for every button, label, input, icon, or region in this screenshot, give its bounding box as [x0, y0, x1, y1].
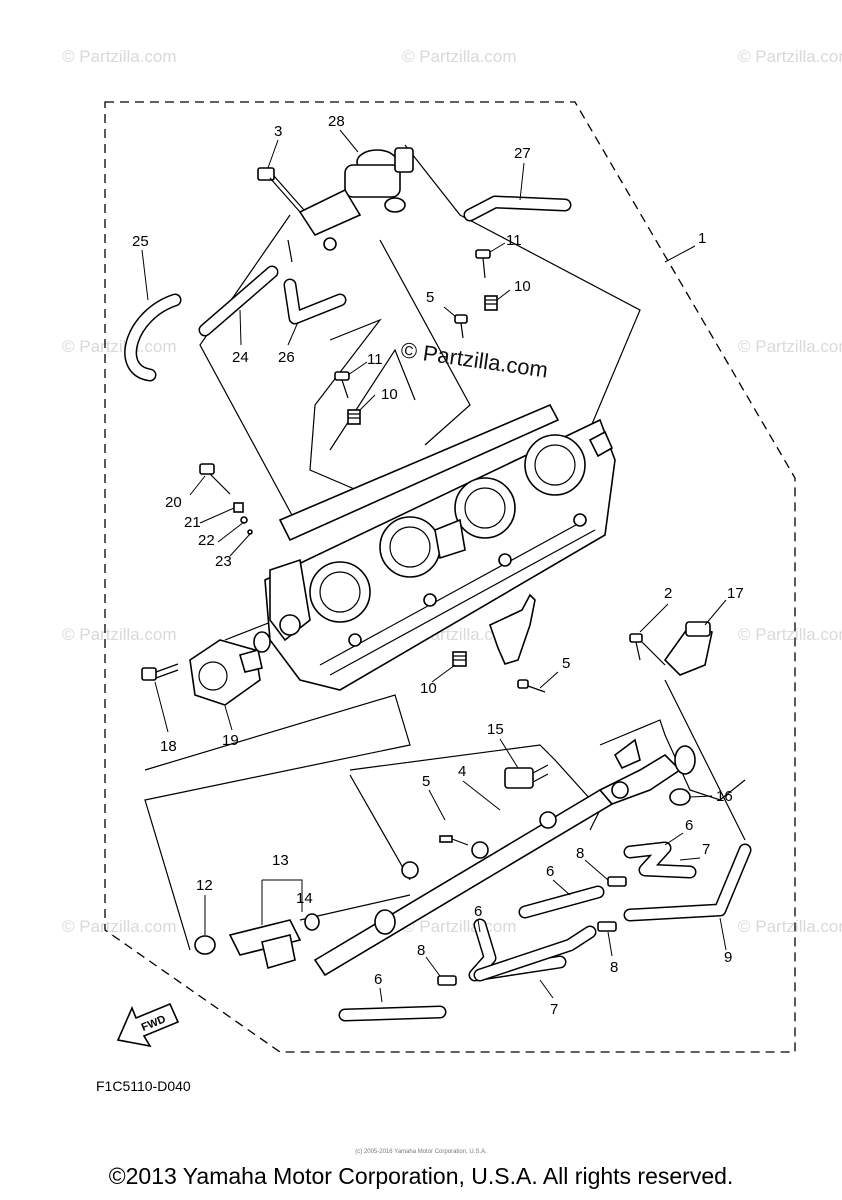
diagram-code: F1C5110-D040	[96, 1078, 191, 1094]
fuel-hoses	[338, 841, 752, 1022]
callout-23: 23	[215, 553, 232, 570]
screws-and-springs	[334, 249, 498, 667]
callout-6: 6	[546, 863, 554, 880]
callout-21: 21	[184, 514, 201, 531]
bracket	[489, 593, 546, 693]
callout-28: 28	[328, 113, 345, 130]
callout-7: 7	[550, 1001, 558, 1018]
callout-5: 5	[562, 655, 570, 672]
watermark: © Partzilla.com	[62, 917, 177, 936]
hoses	[124, 195, 572, 382]
throttle-body-assembly	[264, 403, 616, 691]
callout-17: 17	[727, 585, 744, 602]
watermark: © Partzilla.com	[738, 337, 842, 356]
temperature-sensor	[504, 764, 549, 789]
copyright-text: ©2013 Yamaha Motor Corporation, U.S.A. A…	[108, 1163, 734, 1189]
throttle-position-sensor	[141, 631, 271, 706]
callout-6: 6	[374, 971, 382, 988]
callout-22: 22	[198, 532, 215, 549]
callout-8: 8	[610, 959, 618, 976]
intake-sensor	[629, 621, 713, 676]
watermark: © Partzilla.com	[62, 625, 177, 644]
callout-5: 5	[422, 773, 430, 790]
center-watermark: © Partzilla.com	[399, 337, 549, 382]
callouts: 1 2 3 4 5 5 5 6 6 6 6 7 7 8 8 8 9 10 10 …	[132, 113, 744, 1018]
callout-14: 14	[296, 890, 313, 907]
watermark: © Partzilla.com	[62, 47, 177, 66]
callout-7: 7	[702, 841, 710, 858]
callout-15: 15	[487, 721, 504, 738]
callout-11: 11	[506, 232, 522, 249]
fuel-rail-assembly	[194, 738, 696, 977]
callout-10: 10	[514, 278, 531, 295]
leader-lines	[141, 129, 727, 1003]
callout-16: 16	[716, 788, 733, 805]
callout-5: 5	[426, 289, 434, 306]
callout-8: 8	[417, 942, 425, 959]
tiny-copyright: (c) 2005-2016 Yamaha Motor Corporation, …	[355, 1149, 487, 1155]
callout-1: 1	[698, 230, 706, 247]
watermark: © Partzilla.com	[738, 47, 842, 66]
callout-27: 27	[514, 145, 531, 162]
assembly-boundary	[104, 101, 796, 1053]
callout-8: 8	[576, 845, 584, 862]
watermark: © Partzilla.com	[402, 47, 517, 66]
callout-18: 18	[160, 738, 177, 755]
callout-20: 20	[165, 494, 182, 511]
watermark: © Partzilla.com	[738, 625, 842, 644]
callout-6: 6	[474, 903, 482, 920]
callout-24: 24	[232, 349, 249, 366]
callout-3: 3	[274, 123, 282, 140]
callout-6: 6	[685, 817, 693, 834]
watermark: © Partzilla.com	[738, 917, 842, 936]
callout-9: 9	[724, 949, 732, 966]
callout-10: 10	[420, 680, 437, 697]
callout-12: 12	[196, 877, 213, 894]
callout-26: 26	[278, 349, 295, 366]
callout-2: 2	[664, 585, 672, 602]
fwd-arrow: FWD	[116, 1002, 180, 1048]
callout-19: 19	[222, 732, 239, 749]
callout-13: 13	[272, 852, 289, 869]
idle-control-valve	[298, 147, 414, 251]
callout-4: 4	[458, 763, 466, 780]
watermark: © Partzilla.com	[62, 337, 177, 356]
adjust-screw-set	[199, 463, 253, 535]
watermark: © Partzilla.com	[402, 917, 517, 936]
callout-10: 10	[381, 386, 398, 403]
callout-11: 11	[367, 351, 383, 368]
callout-25: 25	[132, 233, 149, 250]
bolt	[257, 167, 305, 213]
